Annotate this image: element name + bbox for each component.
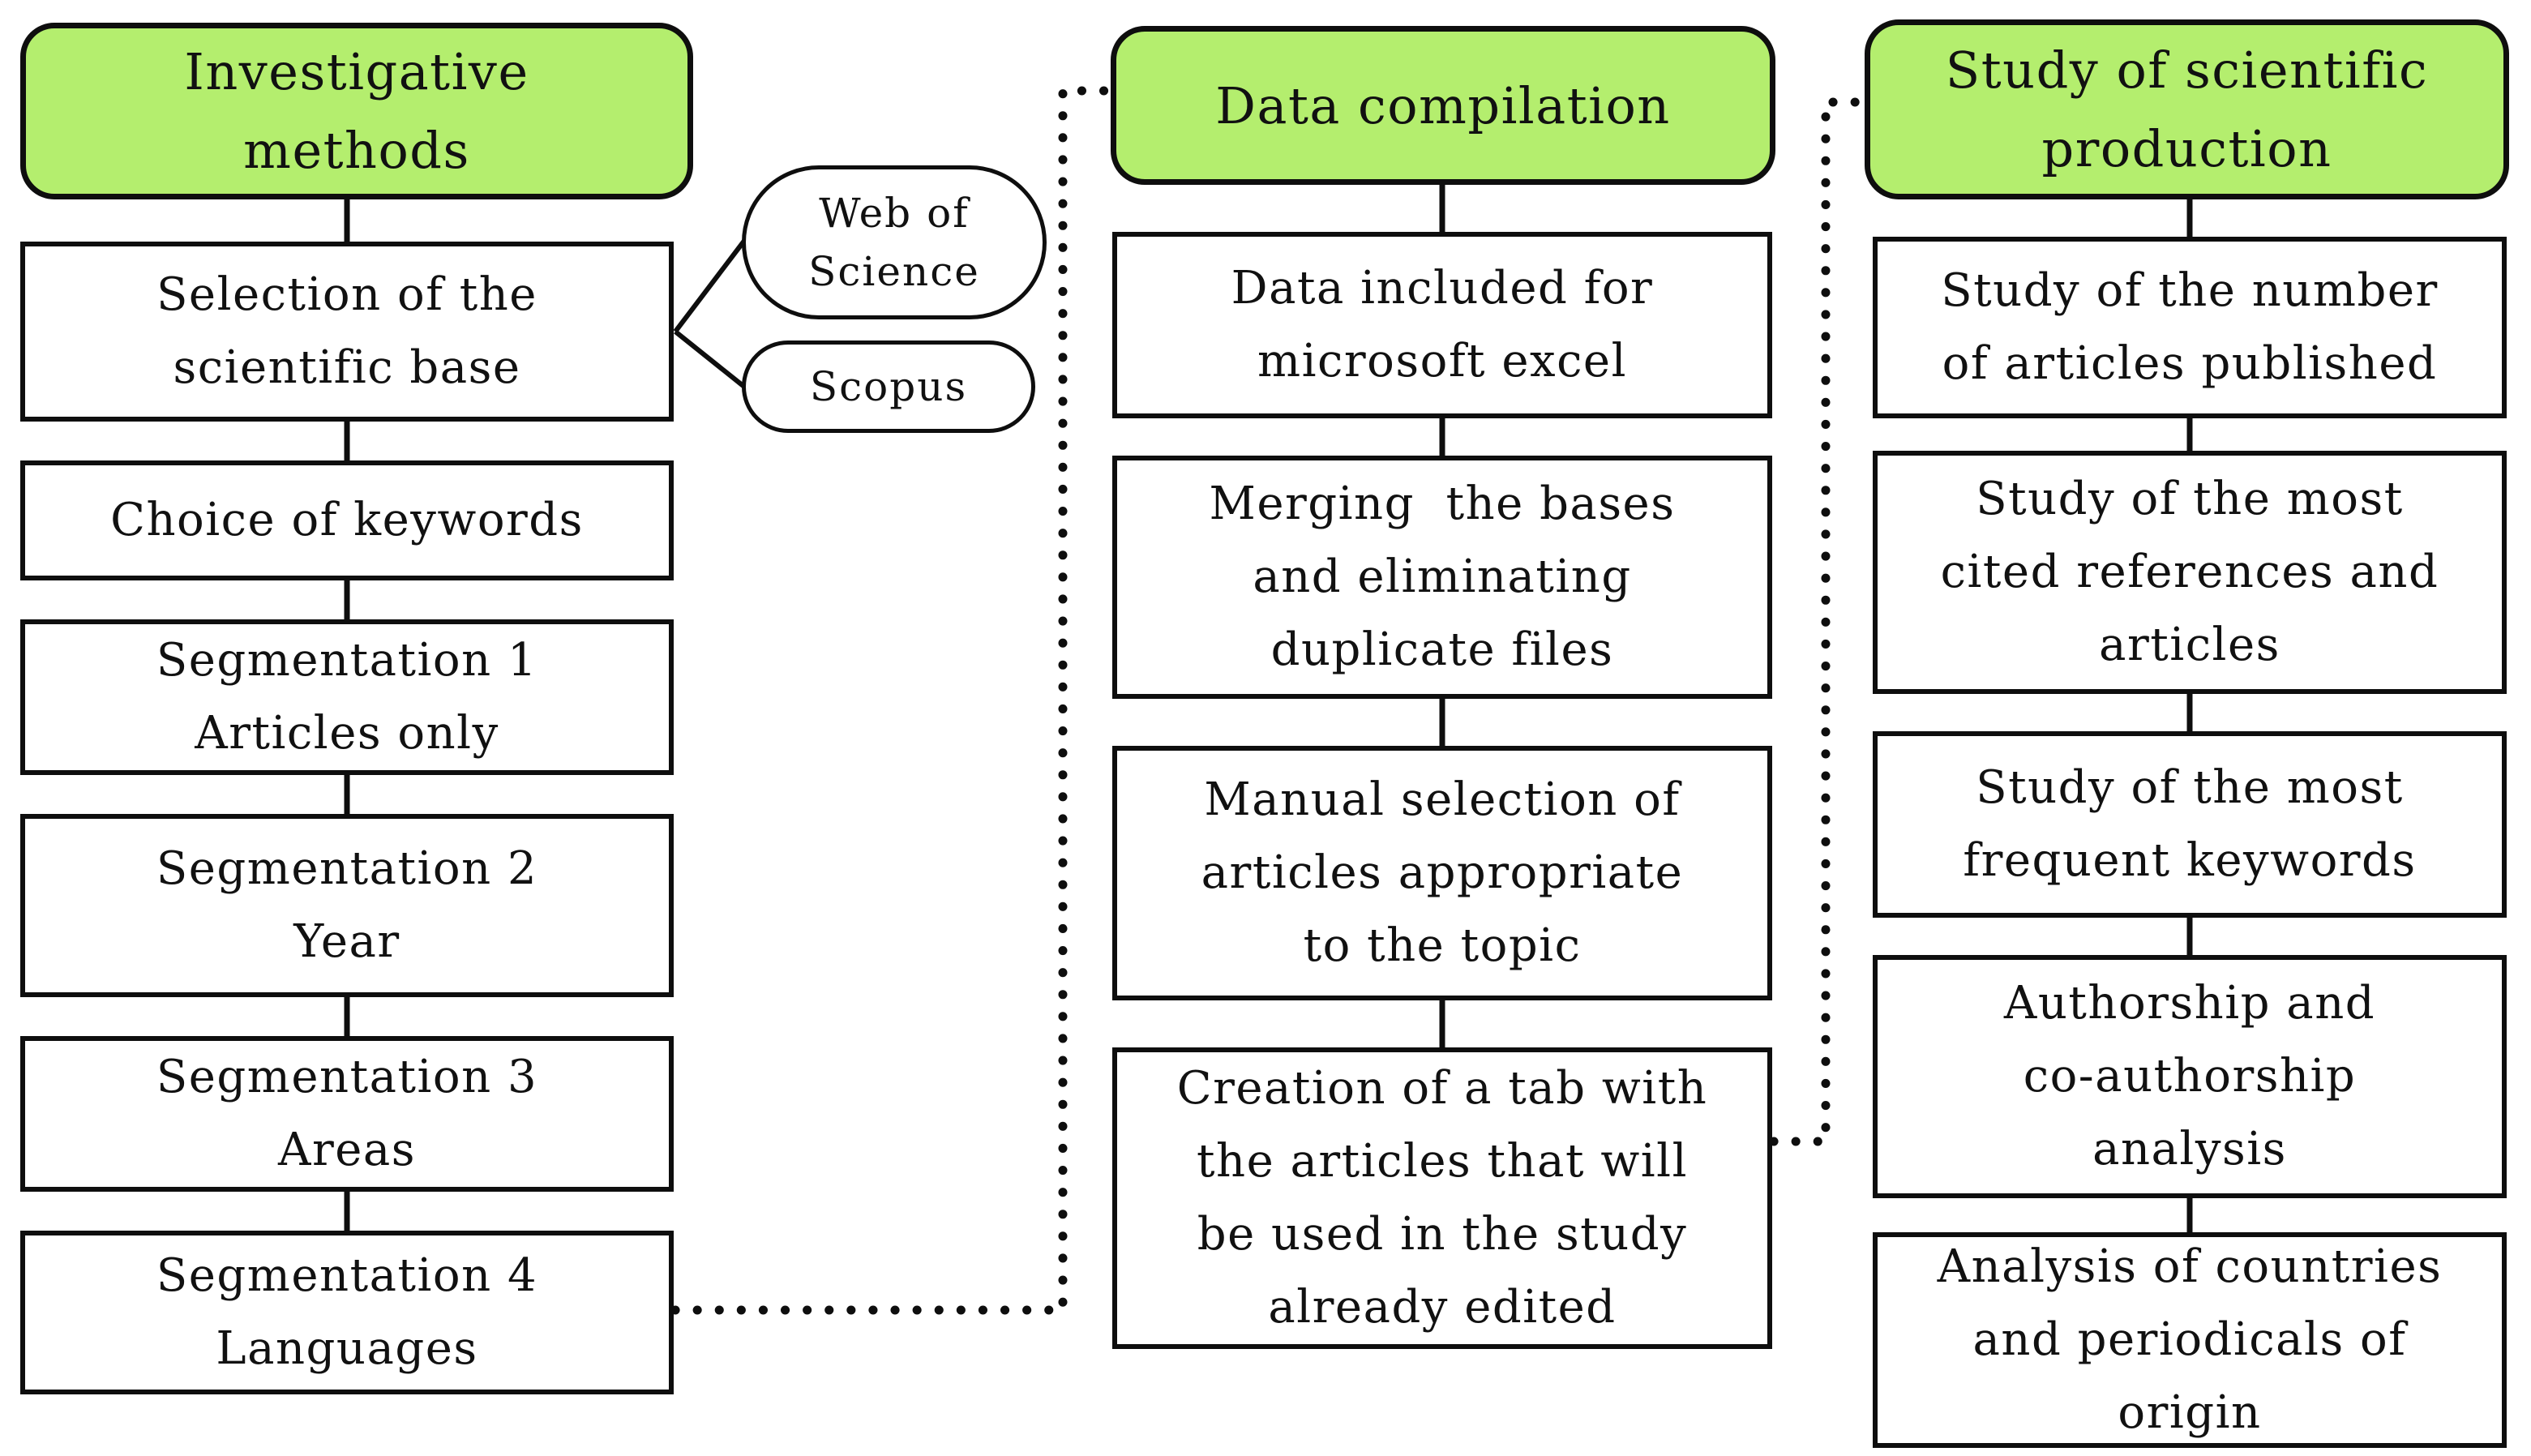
box-segmentation-3: Segmentation 3 Areas (20, 1036, 674, 1192)
box-merging-the-bases: Merging the bases and eliminating duplic… (1112, 456, 1772, 699)
box-study-of-most-cited-references: Study of the most cited references and a… (1873, 451, 2507, 694)
box-creation-of-a-tab: Creation of a tab with the articles that… (1112, 1047, 1772, 1349)
box-segmentation-1: Segmentation 1 Articles only (20, 619, 674, 775)
box-manual-selection-of-articles: Manual selection of articles appropriate… (1112, 746, 1772, 1000)
box-selection-of-the-scientific-base: Selection of the scientific base (20, 242, 674, 422)
branch-line-web-of-science (673, 239, 747, 333)
dotted-connector-1 (670, 86, 1111, 1315)
box-study-of-the-number-of-articles: Study of the number of articles publishe… (1873, 237, 2507, 418)
box-data-included-for-microsoft-excel: Data included for microsoft excel (1112, 232, 1772, 418)
header-data-compilation: Data compilation (1111, 26, 1775, 185)
box-segmentation-4: Segmentation 4 Languages (20, 1231, 674, 1394)
box-analysis-of-countries-and-periodicals: Analysis of countries and periodicals of… (1873, 1232, 2507, 1448)
header-investigative-methods: Investigative methods (20, 23, 693, 199)
branch-line-scopus (674, 329, 746, 389)
dotted-connector-2 (1769, 97, 1868, 1146)
header-study-of-scientific-production: Study of scientific production (1865, 19, 2509, 199)
box-segmentation-2: Segmentation 2 Year (20, 814, 674, 997)
pill-web-of-science: Web of Science (742, 165, 1047, 319)
box-study-of-most-frequent-keywords: Study of the most frequent keywords (1873, 731, 2507, 918)
pill-scopus: Scopus (742, 340, 1035, 433)
box-authorship-and-co-authorship-analysis: Authorship and co-authorship analysis (1873, 955, 2507, 1198)
box-choice-of-keywords: Choice of keywords (20, 460, 674, 580)
